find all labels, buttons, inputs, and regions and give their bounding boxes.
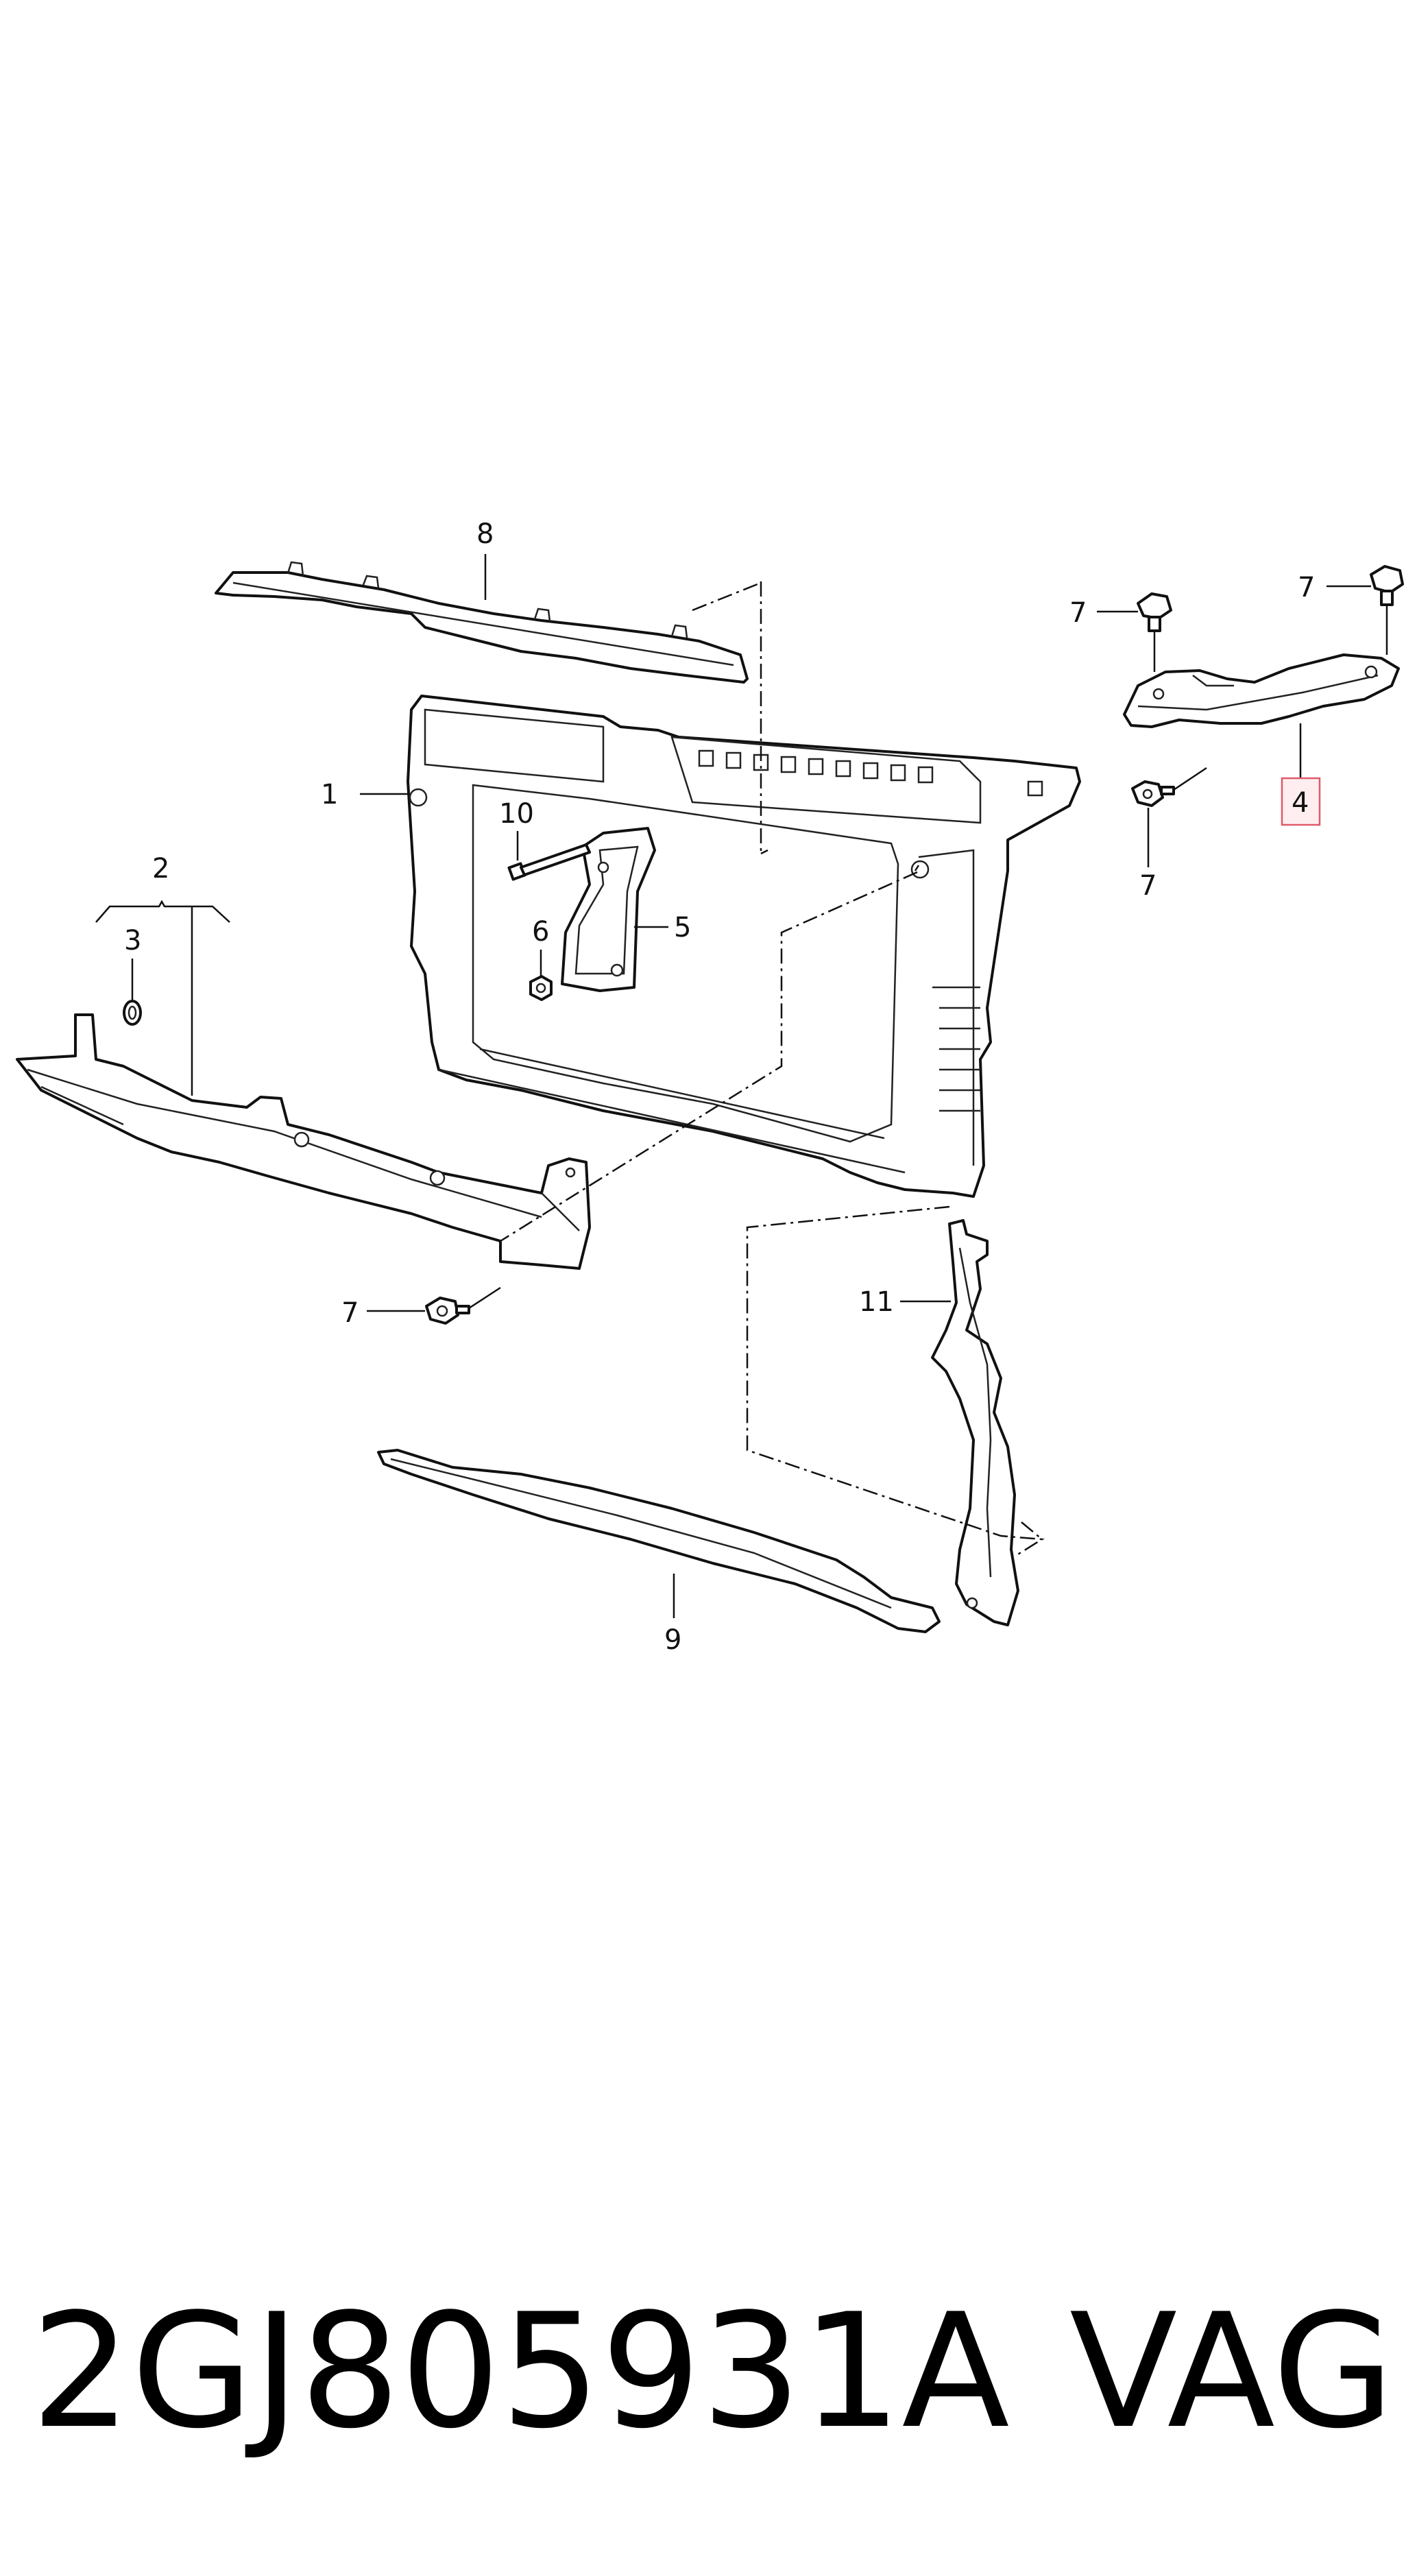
part-7-bolt-upper-left <box>1137 592 1172 672</box>
callout-1: 1 <box>321 779 338 810</box>
callout-7-upper-left: 7 <box>1069 597 1087 629</box>
callout-7-upper-right: 7 <box>1298 572 1315 603</box>
callout-9: 9 <box>664 1624 681 1656</box>
assembly-lines <box>500 581 1045 1558</box>
part-9-air-deflector <box>377 1449 941 1633</box>
callout-4: 4 <box>1292 787 1309 819</box>
brand-label: VAG <box>1069 2280 1395 2464</box>
callout-11: 11 <box>859 1286 894 1318</box>
part-number: 2GJ805931A <box>31 2280 1010 2464</box>
leader-2 <box>95 900 230 1096</box>
callout-6: 6 <box>532 916 549 948</box>
callout-4-highlight-box <box>1281 777 1321 826</box>
part-7-bolt-upper-right <box>1370 565 1404 655</box>
part-7-bolt-lower-right <box>1131 767 1207 807</box>
footer-part-info: 2GJ805931A VAG <box>0 2283 1417 2461</box>
callout-2: 2 <box>152 853 169 884</box>
callout-3: 3 <box>124 925 141 956</box>
callout-7-lower-right: 7 <box>1139 870 1156 902</box>
part-8-upper-cover <box>215 561 749 684</box>
callout-8: 8 <box>476 518 494 550</box>
part-3-grommet <box>123 1000 142 1026</box>
callout-7-lower-left: 7 <box>341 1297 359 1329</box>
parts-diagram: 8 1 5 <box>16 518 1404 1656</box>
part-4-side-bracket <box>1123 653 1400 728</box>
part-10-bolt <box>507 843 591 881</box>
part-5-center-bracket <box>561 827 656 992</box>
part-11-air-guide <box>931 1219 1019 1626</box>
part-2-crossmember <box>16 1013 591 1270</box>
part-6-nut <box>529 975 553 1001</box>
callout-5: 5 <box>674 912 691 943</box>
callout-10: 10 <box>499 798 534 830</box>
part-7-bolt-lower-left <box>425 1286 501 1325</box>
part-1-lock-carrier <box>407 695 1081 1198</box>
